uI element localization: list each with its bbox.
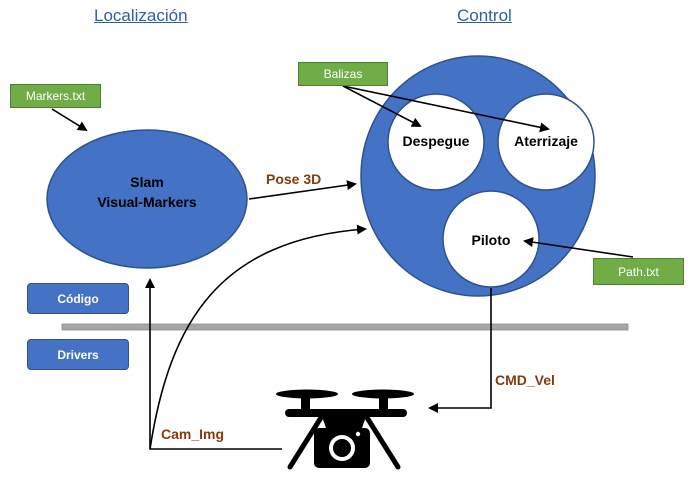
- codigo-layer-button[interactable]: Código: [27, 283, 129, 314]
- piloto-label: Piloto: [471, 232, 511, 248]
- aterrizaje-circle: [497, 93, 595, 191]
- control-title: Control: [457, 6, 512, 25]
- path-file-box: Path.txt: [593, 258, 684, 285]
- pose-3d-label: Pose 3D: [266, 171, 322, 187]
- balizas-file-box: Balizas: [298, 62, 388, 86]
- pose-arrow: [248, 180, 357, 200]
- cam-img-label: Cam_Img: [161, 426, 225, 442]
- piloto-circle: [442, 190, 540, 288]
- slam-ellipse: [46, 129, 248, 269]
- markers-file-box: Markers.txt: [10, 84, 101, 108]
- path-piloto-arrow: [523, 237, 634, 258]
- despegue-label: Despegue: [402, 133, 470, 149]
- layer-separator: [61, 323, 629, 331]
- slam-label-line1: Slam: [130, 174, 164, 190]
- slam-node: Slam Visual-Markers: [67, 172, 227, 213]
- cmd-vel-arrow: [428, 288, 492, 413]
- localizacion-title: Localización: [94, 6, 188, 25]
- aterrizaje-label: Aterrizaje: [514, 133, 578, 149]
- cam-img-to-control-arrow: [149, 224, 367, 450]
- drone-icon: [276, 389, 414, 470]
- balizas-despegue-arrow: [342, 85, 422, 127]
- cmd-vel-label: CMD_Vel: [495, 372, 555, 388]
- balizas-aterrizaje-arrow: [342, 85, 550, 133]
- drivers-layer-button[interactable]: Drivers: [27, 339, 129, 370]
- markers-arrow: [51, 108, 88, 132]
- slam-label-line2: Visual-Markers: [97, 194, 197, 211]
